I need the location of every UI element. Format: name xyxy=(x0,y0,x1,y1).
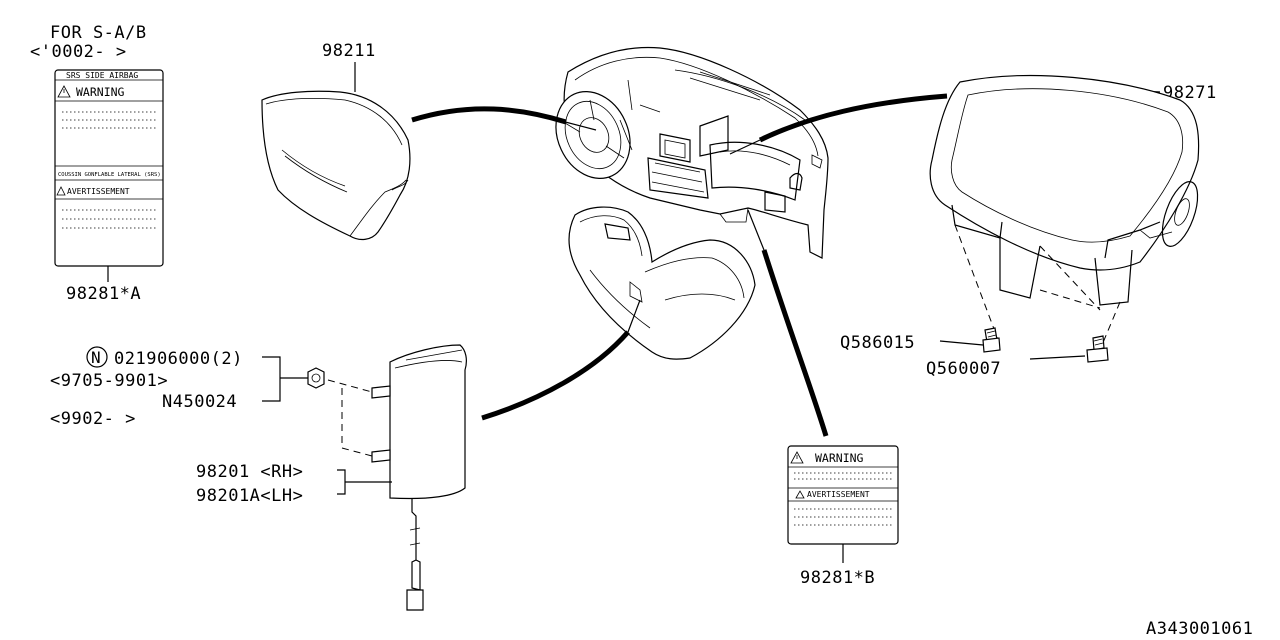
passenger-airbag-module xyxy=(929,74,1200,306)
dashboard-assembly xyxy=(555,46,829,259)
label-b-avertissement: AVERTISSEMENT xyxy=(807,490,870,499)
part-number-q586015: Q586015 xyxy=(840,333,915,353)
part-number-98271: 98271 xyxy=(1163,83,1217,103)
applicability-date-range: <'0002- > xyxy=(30,42,127,62)
part-number-q560007: Q560007 xyxy=(926,359,1001,379)
part-number-98201-rh: 98201 <RH> xyxy=(196,462,303,482)
bolt-q586015 xyxy=(982,327,1001,353)
label-a-french-title: COUSSIN GONFLABLE LATERAL (SRS) xyxy=(58,172,161,178)
nut-icon xyxy=(307,367,325,389)
applicability-note: FOR S-A/B xyxy=(50,23,147,43)
label-b-warning: WARNING xyxy=(815,451,864,465)
part-number-98201a-lh: 98201A<LH> xyxy=(196,486,303,506)
label-a-warning: WARNING xyxy=(76,85,125,99)
part-number-98281a: 98281*A xyxy=(66,284,141,304)
part-number-n450024: N450024 xyxy=(162,392,237,412)
nut-marker-letter: N xyxy=(91,348,101,367)
steering-airbag-module xyxy=(261,90,411,241)
part-number-98281b: 98281*B xyxy=(800,568,875,588)
nut-2-date-range: <9902- > xyxy=(50,409,136,429)
warning-label-a: SRS SIDE AIRBAG WARNING COUSSIN GONFLABL… xyxy=(54,69,164,282)
front-seat xyxy=(568,206,756,360)
drawing-number: A343001061 xyxy=(1146,619,1253,639)
label-a-top-title: SRS SIDE AIRBAG xyxy=(66,71,138,80)
part-number-021906000: 021906000(2) xyxy=(114,349,243,369)
nut-marker-circle: N xyxy=(86,346,108,368)
warning-triangle-icon xyxy=(56,186,66,196)
bolt-q560007 xyxy=(1086,335,1109,363)
warning-triangle-icon xyxy=(795,490,805,499)
warning-triangle-icon xyxy=(57,85,71,98)
side-airbag-module xyxy=(371,344,467,611)
warning-triangle-icon xyxy=(790,451,804,464)
part-number-98211: 98211 xyxy=(322,41,376,61)
label-a-avertissement: AVERTISSEMENT xyxy=(67,187,130,196)
warning-label-b: WARNING AVERTISSEMENT xyxy=(787,445,899,563)
nut-date-range: <9705-9901> xyxy=(50,371,168,391)
